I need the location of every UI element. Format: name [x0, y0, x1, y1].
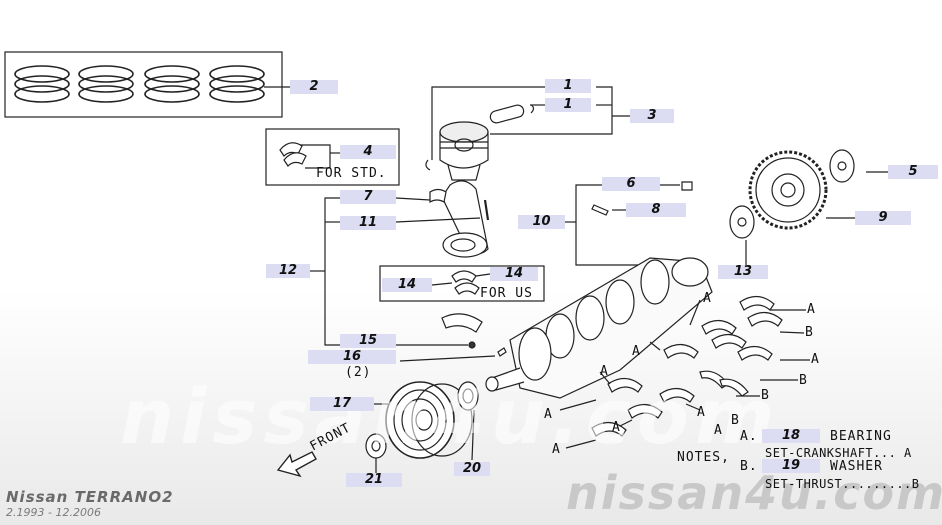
callout-15: 15	[340, 334, 396, 348]
bracket-3	[431, 86, 630, 160]
watermark-corner: nissan4u.com	[566, 466, 942, 520]
callout-7: 7	[340, 190, 396, 204]
conrod-bearing-std	[279, 142, 340, 169]
callout-9: 9	[855, 211, 911, 225]
callout-19: 19	[762, 459, 820, 473]
bearing-leaders	[559, 299, 810, 449]
main-bearings	[591, 295, 783, 437]
for-std-box	[265, 128, 400, 186]
qty-16-label: (2)	[345, 365, 372, 380]
piston-rings-group	[4, 51, 290, 118]
callout-6: 6	[602, 177, 660, 191]
callout-4: 4	[340, 145, 396, 159]
bearing-mark: A	[807, 302, 816, 317]
callout-17: 17	[310, 397, 374, 411]
bearing-mark: A	[703, 291, 712, 306]
callout-3: 3	[630, 109, 674, 123]
callout-21: 21	[346, 473, 402, 487]
watermark-center: nissan4u.com	[120, 372, 781, 461]
bearing-mark: B	[761, 388, 770, 403]
model-years: 2.1993 - 12.2006	[6, 506, 101, 519]
callout-13: 13	[718, 265, 768, 279]
bearing-mark: A	[612, 420, 621, 435]
crank-pulley	[374, 381, 473, 459]
bearing-mark: B	[799, 373, 808, 388]
callout-14a: 14	[382, 278, 432, 292]
callout-12: 12	[266, 264, 310, 278]
callout-1b: 1	[545, 98, 591, 112]
bearing-mark: B	[805, 325, 814, 340]
front-arrow-icon	[276, 451, 317, 478]
bearing-mark: A	[552, 442, 561, 457]
callout-20: 20	[454, 462, 490, 476]
bearing-mark: A	[714, 423, 723, 438]
bearing-mark: A	[632, 344, 641, 359]
callout-1a: 1	[545, 79, 591, 93]
crankshaft	[485, 257, 713, 399]
for-us-label: FOR US	[480, 286, 533, 301]
part-16	[399, 347, 507, 362]
callout-14b: 14	[490, 267, 538, 281]
note-b-key: B.	[740, 459, 758, 474]
pulley-bolt	[365, 433, 387, 474]
note-a-key: A.	[740, 429, 758, 444]
callout-5: 5	[888, 165, 938, 179]
model-title: Nissan TERRANO2	[6, 488, 174, 506]
bracket-12	[310, 197, 481, 346]
piston	[425, 104, 535, 181]
notes-label: NOTES,	[677, 450, 730, 465]
connecting-rod	[429, 180, 490, 258]
set-crankshaft-label: SET-CRANKSHAFT... A	[765, 446, 912, 460]
callout-11: 11	[340, 216, 396, 230]
bracket-10	[565, 181, 693, 266]
for-us-box	[379, 265, 545, 302]
callout-18: 18	[762, 429, 820, 443]
conrod-cap	[396, 313, 483, 349]
bearing-mark: A	[544, 407, 553, 422]
callout-2: 2	[290, 80, 338, 94]
callout-8: 8	[626, 203, 686, 217]
bearing-mark: A	[697, 405, 706, 420]
callout-10: 10	[518, 215, 565, 229]
callout-16: 16	[308, 350, 396, 364]
crank-sprocket	[457, 381, 479, 461]
washer-label: WASHER	[830, 459, 883, 474]
bearing-mark: A	[811, 352, 820, 367]
flywheel	[729, 149, 888, 265]
for-std-label: FOR STD.	[316, 166, 387, 181]
set-thrust-label: SET-THRUST.........B	[765, 477, 920, 491]
bearing-mark: B	[731, 413, 740, 428]
bearing-mark: A	[600, 364, 609, 379]
bearing-label: BEARING	[830, 429, 892, 444]
conrod-bearing-us	[431, 270, 491, 295]
